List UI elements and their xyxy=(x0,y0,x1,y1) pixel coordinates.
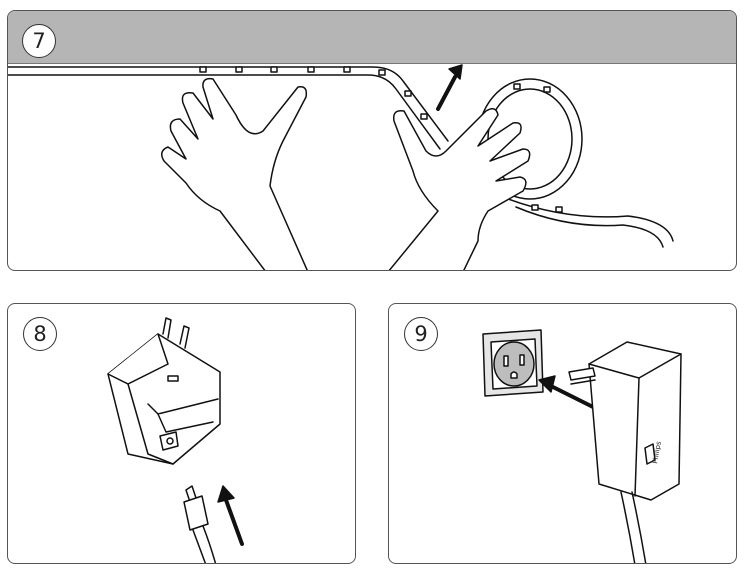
power-adapter-icon xyxy=(107,317,221,465)
step-7-number: 7 xyxy=(22,24,56,58)
step-7-header xyxy=(8,11,736,64)
hand-icon xyxy=(388,108,531,270)
step-8-panel: 8 xyxy=(7,303,356,564)
step-9-panel: 9 xyxy=(388,303,737,564)
wall-outlet-icon xyxy=(482,329,544,397)
led-strip-icon xyxy=(8,66,449,150)
adapter-cable-icon xyxy=(620,491,647,563)
step-8-number: 8 xyxy=(23,317,57,351)
step-7-panel: 7 xyxy=(7,10,737,271)
arrow-icon xyxy=(436,64,463,111)
adapter-brand-label: Philips xyxy=(651,440,663,464)
step-7-illustration xyxy=(8,64,674,270)
power-adapter-icon: Philips xyxy=(568,341,682,501)
hand-icon xyxy=(161,77,308,270)
step-9-number: 9 xyxy=(404,317,438,351)
step-8-illustration xyxy=(107,317,244,563)
arrow-icon xyxy=(217,485,244,546)
step-9-illustration: Philips xyxy=(482,329,682,563)
dc-plug-icon xyxy=(183,485,217,563)
